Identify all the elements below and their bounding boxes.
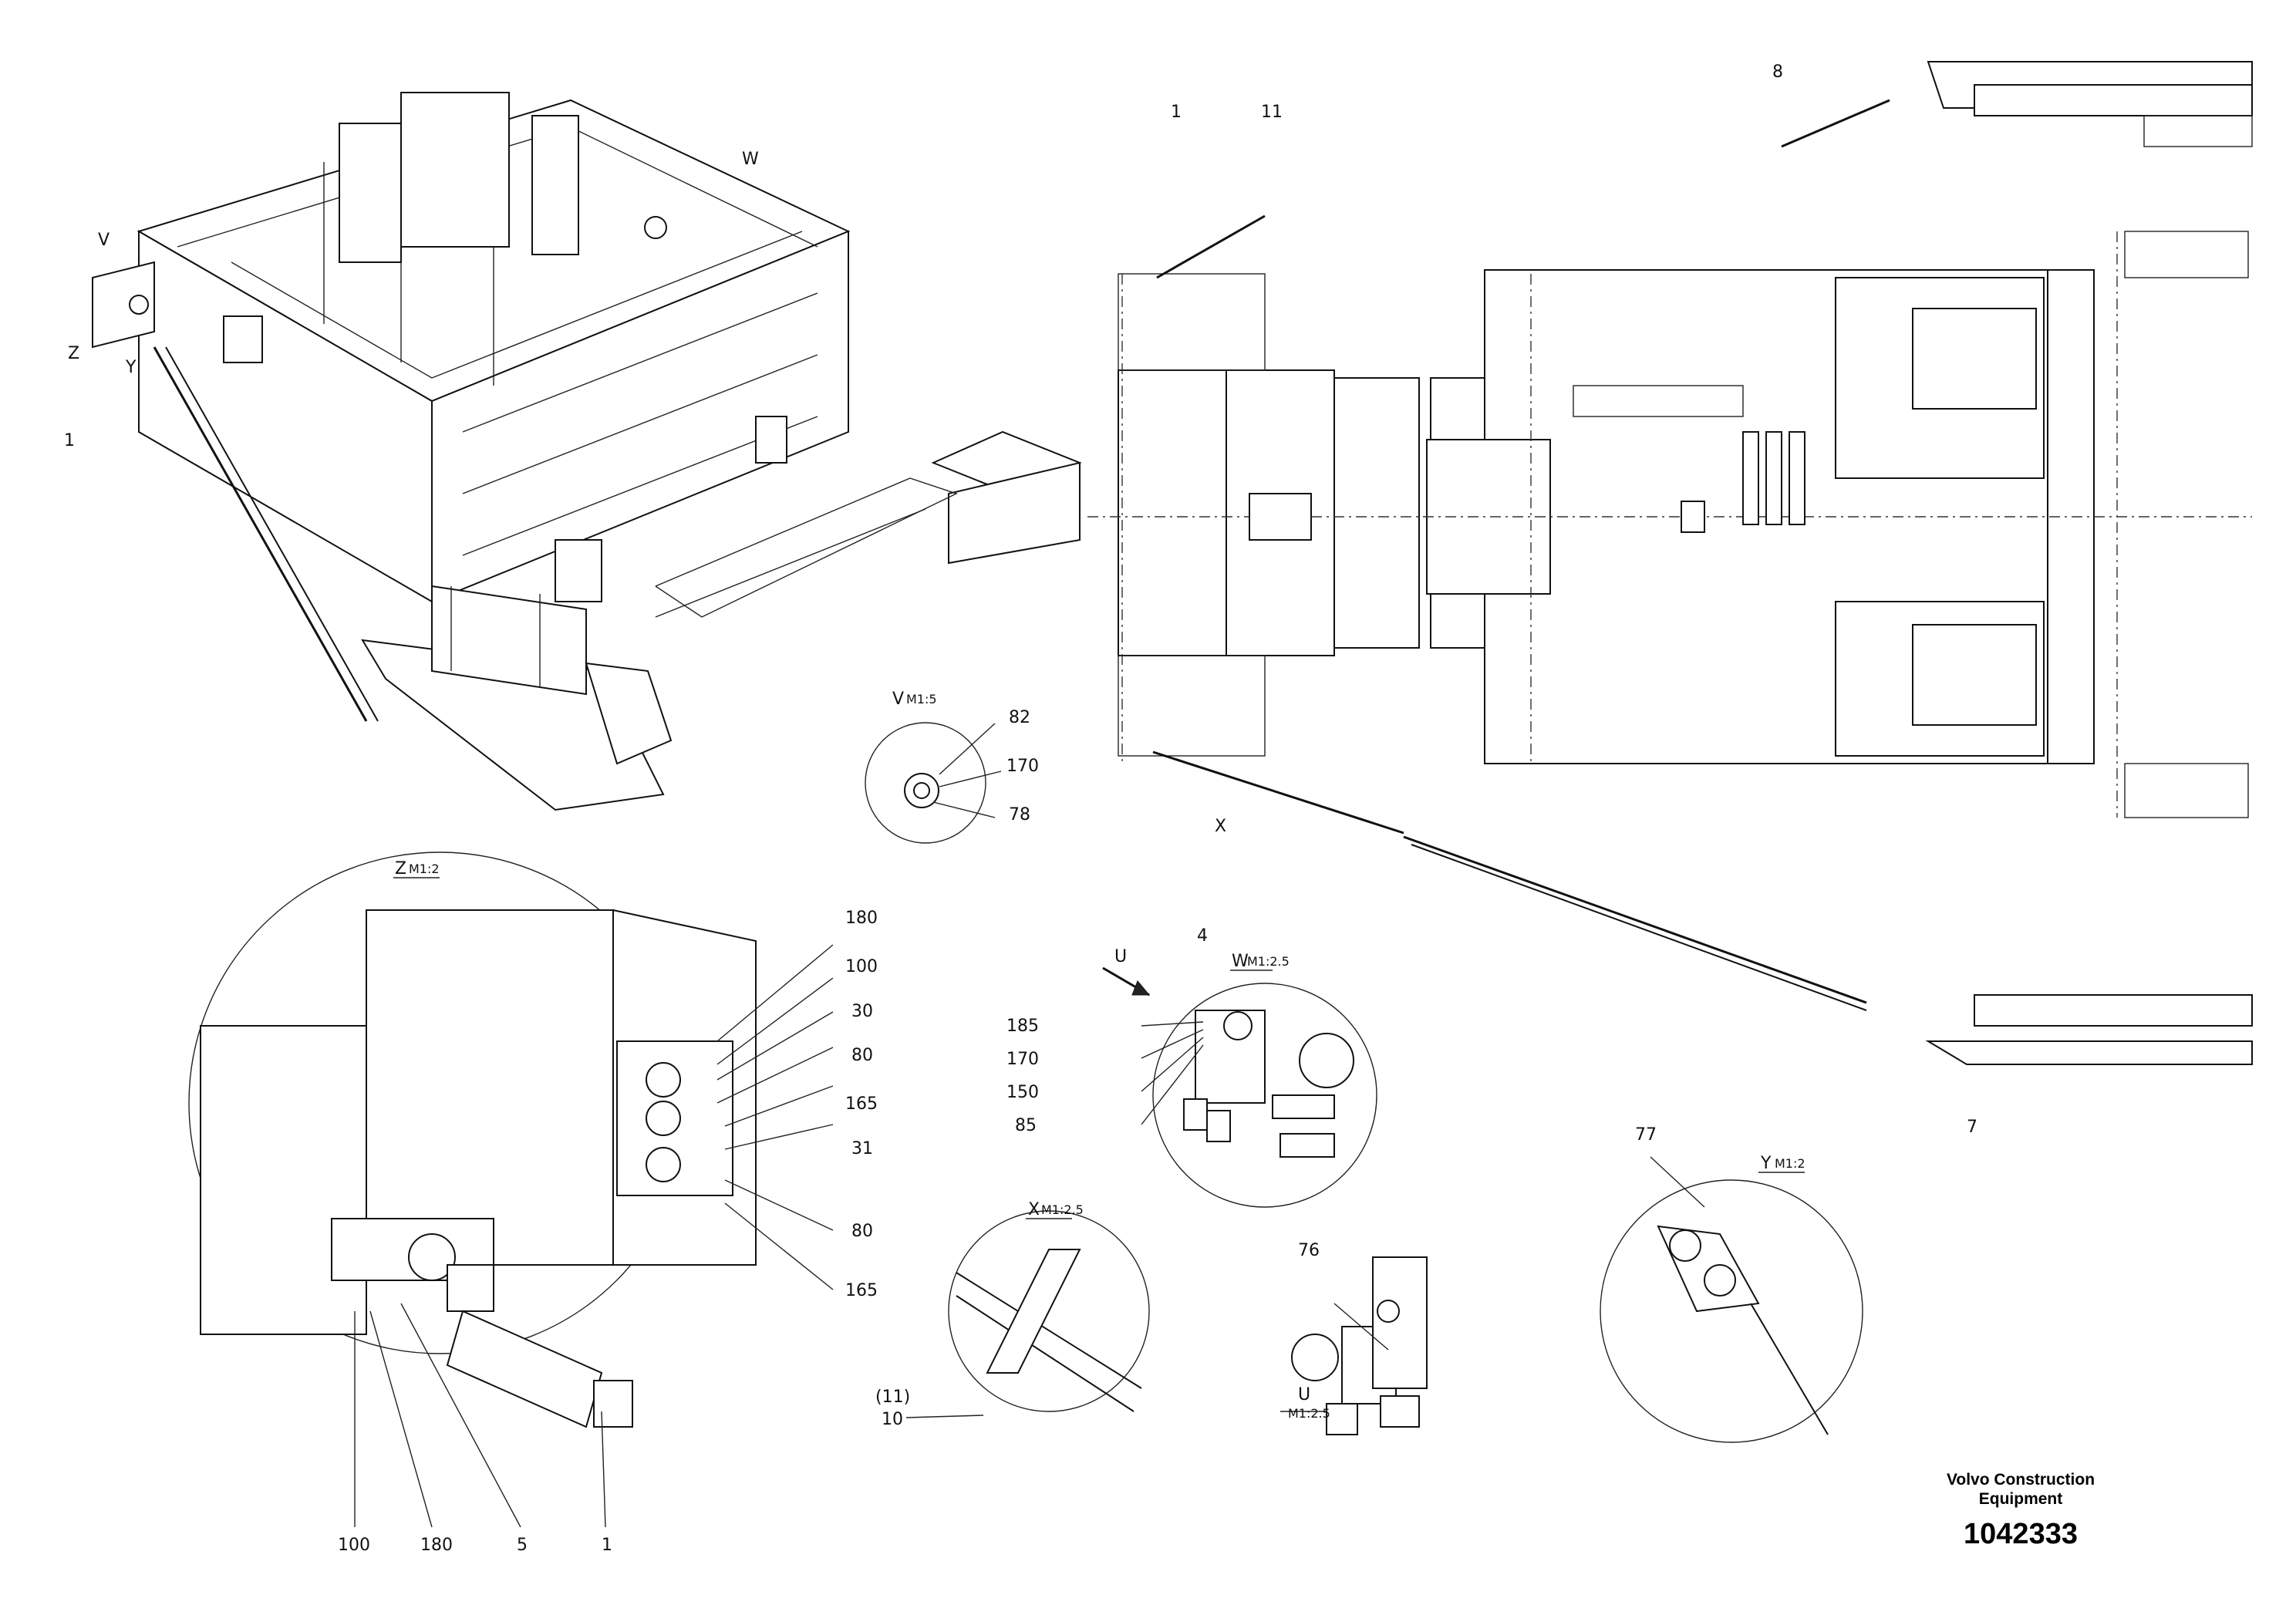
isometric-frame-view — [92, 92, 1082, 811]
detail-label-y: Y — [1760, 1154, 1772, 1173]
callout-u-76: 76 — [1298, 1241, 1320, 1260]
detail-scale-y: M1:2 — [1775, 1156, 1805, 1171]
callout-z-180a: 180 — [845, 909, 878, 928]
callout-v-82: 82 — [1009, 708, 1030, 727]
detail-label-u: U — [1298, 1385, 1310, 1404]
callout-z-80a: 80 — [851, 1046, 873, 1065]
detail-w — [1102, 966, 1377, 1208]
document-number: 1042333 — [1964, 1518, 2078, 1550]
callout-z-31: 31 — [851, 1139, 873, 1158]
detail-scale-w: M1:2.5 — [1247, 954, 1290, 969]
callout-w-85: 85 — [1015, 1116, 1037, 1135]
detail-headings: V M1:5 Z M1:2 W M1:2.5 X M1:2.5 U M1:2.5… — [395, 690, 1805, 1421]
company-name: Volvo Construction Equipment — [1946, 1471, 2095, 1508]
callout-top-1: 1 — [1171, 103, 1182, 122]
callout-z-5: 5 — [517, 1536, 528, 1555]
callout-x-11: (11) — [875, 1388, 910, 1407]
callout-iso-w: W — [742, 150, 759, 169]
callout-v-78: 78 — [1009, 805, 1030, 824]
detail-label-x: X — [1028, 1200, 1040, 1219]
detail-scale-v: M1:5 — [906, 692, 937, 706]
detail-scale-z: M1:2 — [409, 862, 440, 876]
top-view-frame — [1087, 61, 2253, 1065]
detail-label-v: V — [892, 690, 904, 709]
detail-label-z: Z — [395, 859, 406, 878]
detail-scale-x: M1:2.5 — [1041, 1202, 1084, 1217]
title-block: Volvo Construction Equipment 1042333 — [1928, 1470, 2113, 1552]
callout-iso-1: 1 — [64, 431, 75, 450]
callout-iso-v: V — [98, 231, 110, 250]
detail-scale-u: M1:2.5 — [1288, 1406, 1330, 1421]
callout-z-100b: 100 — [338, 1536, 370, 1555]
callout-w-u: U — [1114, 947, 1127, 966]
callout-z-1: 1 — [602, 1536, 612, 1555]
callout-labels: V W Z Y 1 1 11 8 7 X 82 170 78 180 100 3… — [64, 62, 1977, 1555]
callout-z-165a: 165 — [845, 1094, 878, 1114]
callout-z-100a: 100 — [845, 957, 878, 976]
detail-z — [188, 851, 834, 1528]
callout-top-11: 11 — [1261, 103, 1283, 122]
callout-z-80b: 80 — [851, 1222, 873, 1241]
callout-z-180b: 180 — [420, 1536, 453, 1555]
callout-iso-z: Z — [68, 344, 79, 363]
callout-top-7: 7 — [1967, 1118, 1977, 1137]
detail-x — [905, 1210, 1150, 1418]
callout-top-x: X — [1215, 817, 1226, 836]
detail-u — [1280, 1256, 1428, 1435]
callout-z-165b: 165 — [845, 1281, 878, 1300]
callout-top-8: 8 — [1772, 62, 1783, 82]
callout-iso-y: Y — [125, 358, 137, 377]
callout-v-170: 170 — [1006, 757, 1039, 776]
detail-y — [1600, 1156, 1863, 1443]
callout-w-185: 185 — [1006, 1017, 1039, 1036]
callout-z-30: 30 — [851, 1002, 873, 1021]
callout-w-4: 4 — [1197, 926, 1208, 946]
callout-y-77: 77 — [1635, 1125, 1657, 1145]
callout-w-150: 150 — [1006, 1083, 1039, 1102]
callout-w-170: 170 — [1006, 1050, 1039, 1069]
detail-label-w: W — [1232, 952, 1249, 971]
detail-v — [865, 722, 1002, 844]
callout-x-10: 10 — [882, 1410, 903, 1429]
